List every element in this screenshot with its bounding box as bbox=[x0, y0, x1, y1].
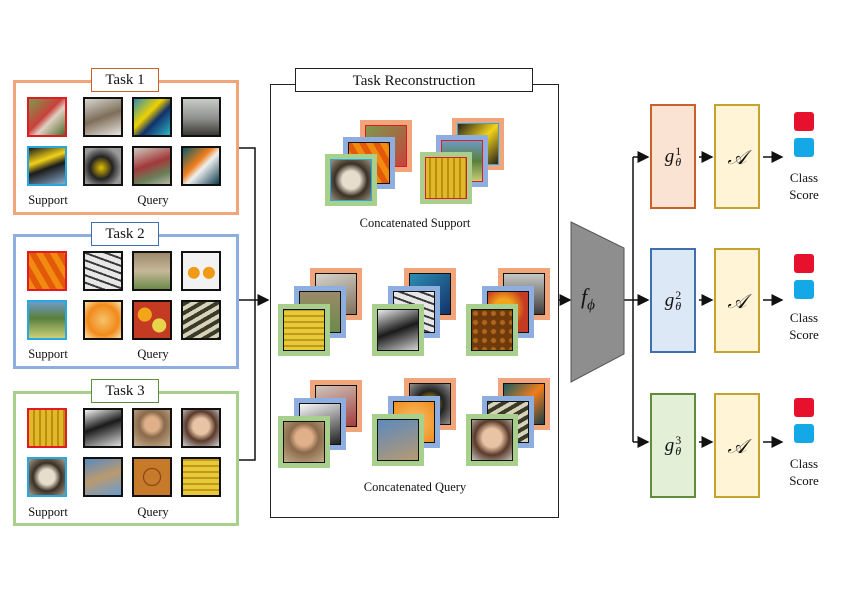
task1-query-image bbox=[132, 146, 172, 186]
task2-query-image bbox=[132, 251, 172, 291]
task3-query-image bbox=[132, 457, 172, 497]
task3-query-image bbox=[132, 408, 172, 448]
task2-query-image bbox=[83, 300, 123, 340]
encoder-label: fϕ bbox=[581, 284, 595, 314]
task3-query-image bbox=[181, 457, 221, 497]
task2-query-image bbox=[83, 251, 123, 291]
query-card bbox=[372, 414, 424, 466]
query-card bbox=[372, 304, 424, 356]
task1-support-label: Support bbox=[28, 193, 68, 207]
query-caption: Concatenated Query bbox=[363, 480, 467, 494]
task1-query-label: Query bbox=[137, 193, 169, 207]
task2-query-image bbox=[132, 300, 172, 340]
support-card bbox=[325, 154, 377, 206]
task3-query-image bbox=[83, 408, 123, 448]
task3-query-label: Query bbox=[137, 505, 169, 519]
task1-query-image bbox=[83, 146, 123, 186]
task1-support-image bbox=[27, 146, 67, 186]
head2-attention-box: 𝒜 bbox=[714, 248, 760, 353]
task2-query-image bbox=[181, 300, 221, 340]
task2-title: Task 2 bbox=[91, 222, 159, 246]
task1-query-image bbox=[181, 97, 221, 137]
reconstruction-title: Task Reconstruction bbox=[295, 68, 533, 92]
query-card bbox=[466, 414, 518, 466]
class-score-blue bbox=[794, 280, 814, 299]
head1-attention-box: 𝒜 bbox=[714, 104, 760, 209]
task2-query-image bbox=[181, 251, 221, 291]
task3-support-image bbox=[27, 408, 67, 448]
query-card bbox=[278, 304, 330, 356]
query-card bbox=[278, 416, 330, 468]
task3-query-image bbox=[83, 457, 123, 497]
task1-support-image bbox=[27, 97, 67, 137]
task3-query-image bbox=[181, 408, 221, 448]
task1-query-image bbox=[132, 97, 172, 137]
head3-attention-box: 𝒜 bbox=[714, 393, 760, 498]
task2-support-label: Support bbox=[28, 347, 68, 361]
class-score-red bbox=[794, 398, 814, 417]
task3-title: Task 3 bbox=[91, 379, 159, 403]
task1-title: Task 1 bbox=[91, 68, 159, 92]
class-score-blue bbox=[794, 138, 814, 157]
task2-support-image bbox=[27, 300, 67, 340]
support-caption: Concatenated Support bbox=[359, 216, 471, 230]
class-score-red bbox=[794, 112, 814, 131]
task2-support-image bbox=[27, 251, 67, 291]
class-score-red bbox=[794, 254, 814, 273]
query-card bbox=[466, 304, 518, 356]
task1-query-image bbox=[83, 97, 123, 137]
class-score-blue bbox=[794, 424, 814, 443]
task3-support-label: Support bbox=[28, 505, 68, 519]
task1-query-image bbox=[181, 146, 221, 186]
task2-query-label: Query bbox=[137, 347, 169, 361]
support-card bbox=[420, 152, 472, 204]
task3-support-image bbox=[27, 457, 67, 497]
encoder-shape bbox=[570, 221, 625, 383]
